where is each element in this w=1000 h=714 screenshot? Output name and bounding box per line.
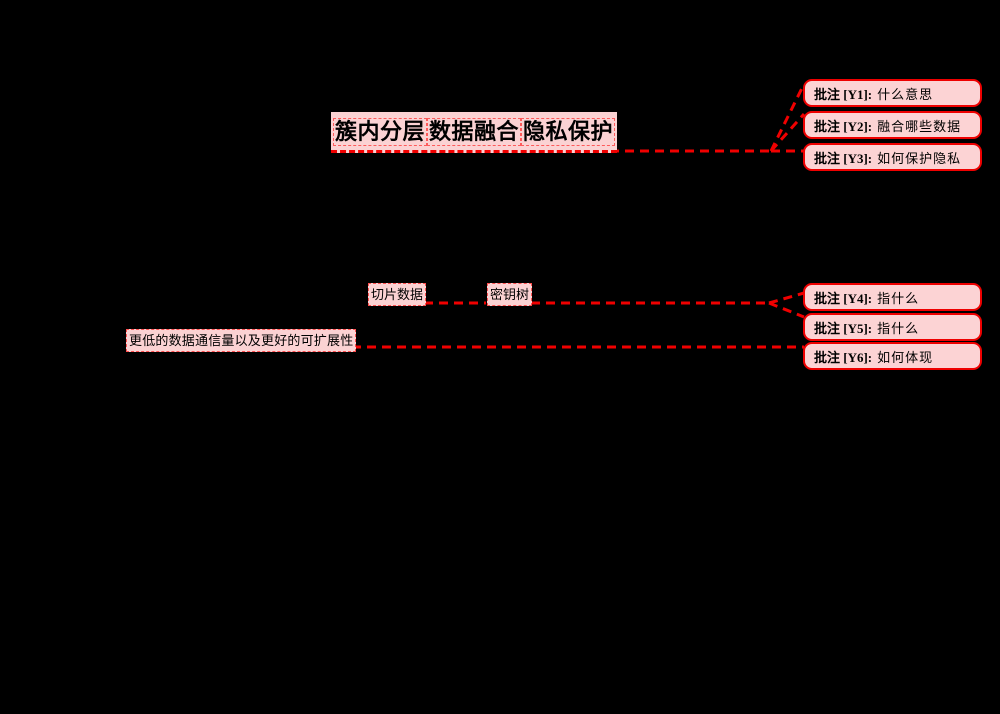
comment-balloon-y1[interactable]: 批注 [Y1]: 什么意思 [803,79,982,107]
title-segment-data-fusion: 数据融合 [427,118,522,146]
document-title: 簇内分层 数据融合 隐私保护 [331,112,618,153]
comment-text: 指什么 [877,320,920,336]
comment-label: 批注 [Y1]: [814,86,873,102]
anchor-key-tree: 密钥树 [487,283,533,306]
comment-label: 批注 [Y6]: [814,349,873,365]
comment-label: 批注 [Y5]: [814,320,873,336]
comment-text: 指什么 [877,290,920,306]
comment-balloon-y2[interactable]: 批注 [Y2]: 融合哪些数据 [803,111,982,139]
anchor-sliced-data: 切片数据 [368,283,427,306]
title-segment-cluster-layering: 簇内分层 [333,118,428,146]
comment-text: 如何保护隐私 [877,150,962,166]
comment-label: 批注 [Y3]: [814,150,873,166]
comment-text: 如何体现 [877,349,934,365]
anchor-scalability: 更低的数据通信量以及更好的可扩展性 [126,329,357,352]
comment-label: 批注 [Y2]: [814,118,873,134]
comment-label: 批注 [Y4]: [814,290,873,306]
comment-text: 什么意思 [877,86,934,102]
comment-balloon-y5[interactable]: 批注 [Y5]: 指什么 [803,313,982,341]
comment-text: 融合哪些数据 [877,118,962,134]
comment-balloon-y6[interactable]: 批注 [Y6]: 如何体现 [803,342,982,370]
comment-balloon-y4[interactable]: 批注 [Y4]: 指什么 [803,283,982,311]
comment-balloon-y3[interactable]: 批注 [Y3]: 如何保护隐私 [803,143,982,171]
title-segment-privacy-protection: 隐私保护 [521,118,616,146]
